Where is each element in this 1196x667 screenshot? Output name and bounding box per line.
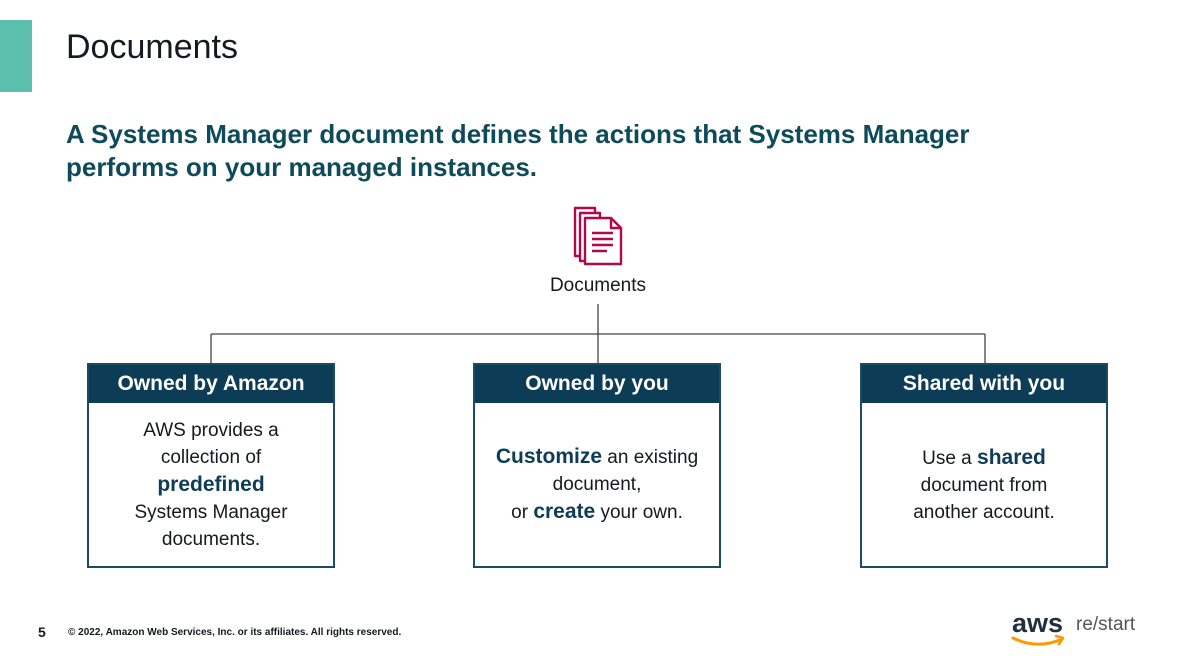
aws-restart-logo: aws re/start [1011,608,1136,646]
card-highlight: shared [977,445,1046,469]
page-number: 5 [38,624,46,640]
card-header: Owned by Amazon [89,365,333,403]
card-body: Use a shared document from another accou… [862,403,1106,566]
card-text: or [511,502,534,523]
card-highlight: create [533,500,596,523]
card-text: documents. [161,528,261,550]
card-highlight: Customize [495,445,603,468]
documents-icon [573,206,623,266]
card-body: AWS provides a collection of predefined … [89,403,333,566]
card-text: an existing [602,447,699,468]
card-text: another account. [913,501,1055,523]
slide-subtitle: A Systems Manager document defines the a… [66,119,970,182]
card-shared-with-you: Shared with you Use a shared document fr… [860,363,1108,568]
slide-title: Documents [66,28,238,66]
card-owned-by-amazon: Owned by Amazon AWS provides a collectio… [87,363,335,568]
restart-wordmark: re/start [1076,614,1136,635]
card-highlight: predefined [157,472,265,496]
documents-label: Documents [549,275,647,296]
card-text: document, [552,474,642,495]
copyright-notice: © 2022, Amazon Web Services, Inc. or its… [68,627,402,638]
card-text: collection of [160,446,262,468]
card-header: Shared with you [862,365,1106,403]
aws-wordmark: aws [1012,608,1063,638]
card-text: Systems Manager [134,501,288,523]
card-text: Use a [922,447,978,469]
card-text: your own. [595,502,683,523]
card-header: Owned by you [475,365,719,403]
card-owned-by-you: Owned by you Customize an existing docum… [473,363,721,568]
card-text: document from [920,474,1048,496]
card-body: Customize an existing document, or creat… [475,403,719,566]
card-text: AWS provides a [143,419,279,441]
accent-bar [0,20,32,92]
